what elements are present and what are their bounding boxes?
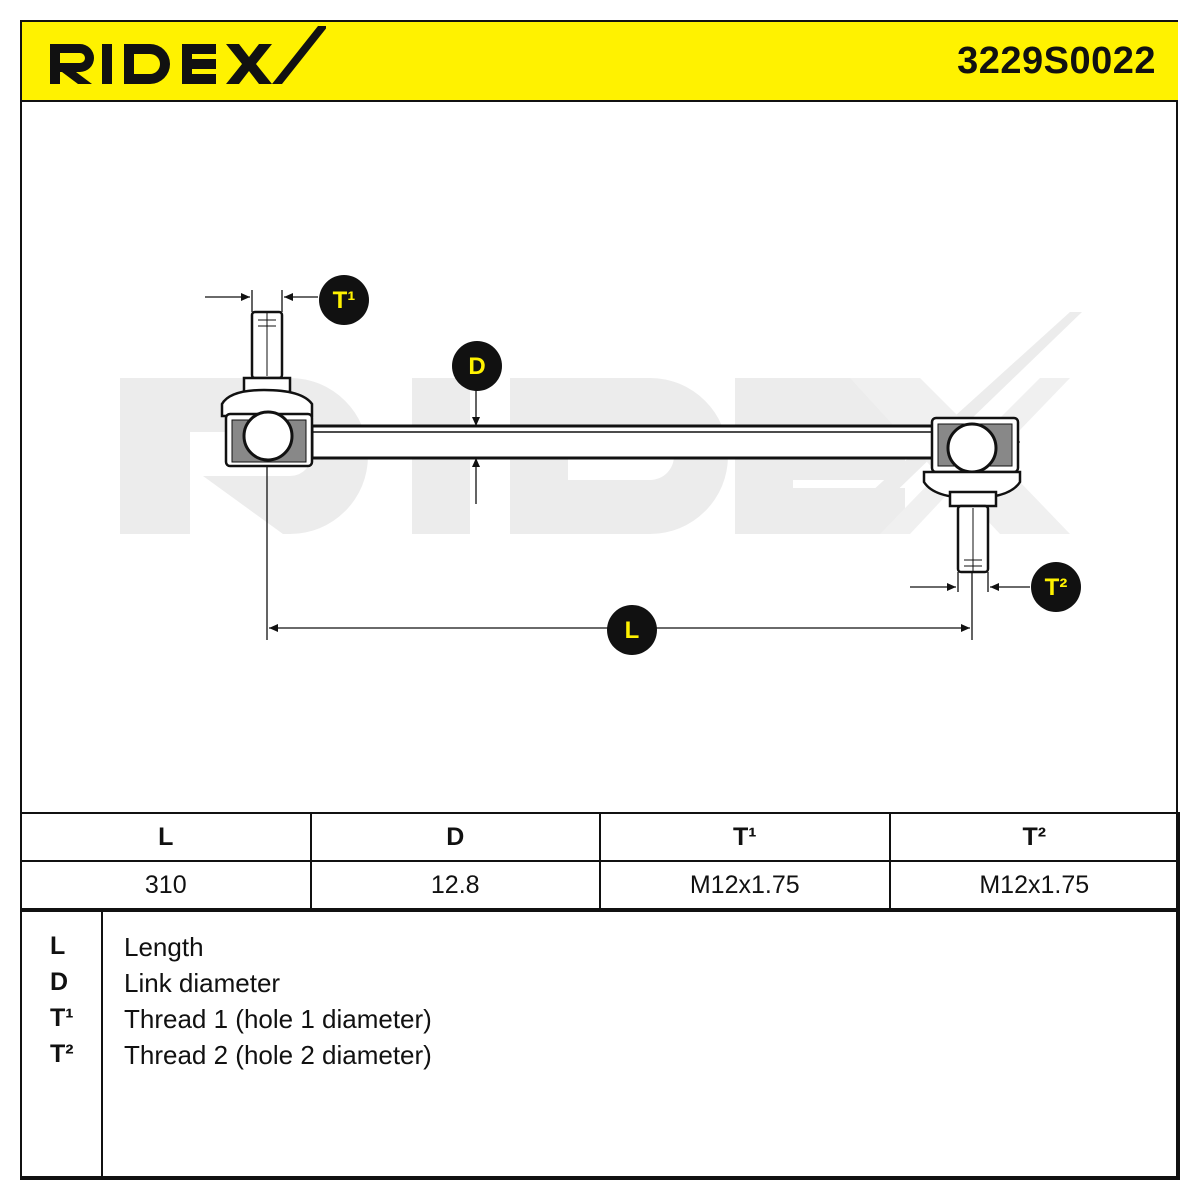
legend-description: Thread 1 (hole 1 diameter)	[124, 1004, 432, 1034]
spec-header-row: L D T¹ T²	[20, 812, 1180, 862]
spec-value-t2: M12x1.75	[888, 860, 1180, 910]
spec-header-l: L	[20, 812, 312, 862]
spec-value-t1: M12x1.75	[599, 860, 891, 910]
legend-description: Link diameter	[124, 968, 281, 998]
legend-description: Thread 2 (hole 2 diameter)	[124, 1040, 432, 1070]
right-ball-joint	[922, 416, 1022, 574]
legend-item: L Length	[22, 932, 1122, 968]
d-badge: D	[452, 341, 502, 391]
spec-header-t2: T²	[888, 812, 1180, 862]
svg-text:D: D	[468, 353, 485, 380]
legend-symbol: L	[50, 932, 66, 960]
svg-text:L: L	[625, 617, 640, 644]
legend: L Length D Link diameter T¹ Thread 1 (ho…	[20, 910, 1180, 1180]
legend-item: T¹ Thread 1 (hole 1 diameter)	[22, 1004, 1122, 1040]
t1-badge: T¹	[319, 275, 369, 325]
legend-symbol: T²	[50, 1040, 74, 1068]
spec-header-t1: T¹	[599, 812, 891, 862]
legend-item: T² Thread 2 (hole 2 diameter)	[22, 1040, 1122, 1076]
t2-badge: T²	[1031, 562, 1081, 612]
link-rod	[310, 424, 940, 460]
spec-value-row: 310 12.8 M12x1.75 M12x1.75	[20, 860, 1180, 910]
legend-description: Length	[124, 932, 204, 962]
l-badge: L	[607, 605, 657, 655]
legend-item: D Link diameter	[22, 968, 1122, 1004]
spec-value-d: 12.8	[309, 860, 601, 910]
spec-header-d: D	[309, 812, 601, 862]
legend-symbol: D	[50, 968, 69, 996]
ridex-logo	[50, 26, 326, 84]
technical-drawing: T¹ D T² L	[120, 275, 1082, 655]
left-ball-joint	[220, 310, 314, 468]
legend-symbol: T¹	[50, 1004, 74, 1032]
part-number: 3229S0022	[957, 40, 1156, 82]
spec-value-l: 310	[20, 860, 312, 910]
spec-table: L D T¹ T² 310 12.8 M12x1.75 M12x1.75	[20, 812, 1180, 910]
header-bar: 3229S0022	[22, 22, 1178, 102]
legend-divider	[101, 912, 103, 1178]
svg-text:T¹: T¹	[333, 287, 356, 314]
outer-frame	[20, 20, 1178, 1178]
svg-text:T²: T²	[1045, 574, 1068, 601]
